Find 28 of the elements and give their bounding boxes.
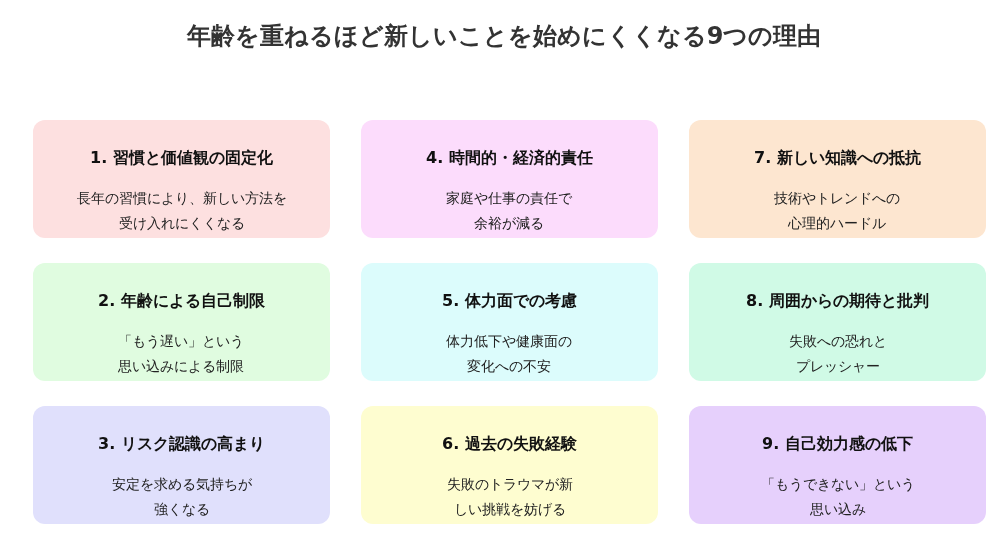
reason-card	[689, 120, 986, 238]
reason-card	[33, 406, 330, 524]
reason-card	[689, 263, 986, 381]
card-heading: 6. 過去の失敗経験	[441, 434, 578, 455]
title: 年齢を重ねるほど新しいことを始めにくくなる9つの理由	[185, 21, 823, 52]
reason-card	[33, 120, 330, 238]
card-heading: 9. 自己効力感の低下	[761, 434, 914, 455]
card-description: 失敗のトラウマが新しい挑戦を妨げる	[445, 475, 574, 519]
reason-card	[689, 406, 986, 524]
card-heading: 2. 年齢による自己制限	[97, 291, 266, 312]
card-description: 家庭や仕事の責任で余裕が減る	[445, 189, 574, 233]
card-description: 技術やトレンドへの心理的ハードル	[773, 189, 902, 233]
card-description: 長年の習慣により、新しい方法を受け入れにくくなる	[75, 189, 288, 233]
card-description: 体力低下や健康面の変化への不安	[445, 332, 574, 376]
card-heading: 7. 新しい知識への抵抗	[753, 148, 922, 169]
card-description: 「もうできない」という思い込み	[759, 475, 916, 519]
card-description: 失敗への恐れとプレッシャー	[787, 332, 888, 376]
card-description: 安定を求める気持ちが強くなる	[110, 475, 253, 519]
card-description: 「もう遅い」という思い込みによる制限	[117, 332, 246, 376]
reason-card	[33, 263, 330, 381]
card-heading: 3. リスク認識の高まり	[97, 434, 266, 455]
card-heading: 5. 体力面での考慮	[441, 291, 578, 312]
reason-card	[361, 263, 658, 381]
reason-card	[361, 406, 658, 524]
card-heading: 4. 時間的・経済的責任	[425, 148, 594, 169]
reason-card	[361, 120, 658, 238]
card-heading: 8. 周囲からの期待と批判	[745, 291, 930, 312]
card-heading: 1. 習慣と価値観の固定化	[89, 148, 274, 169]
